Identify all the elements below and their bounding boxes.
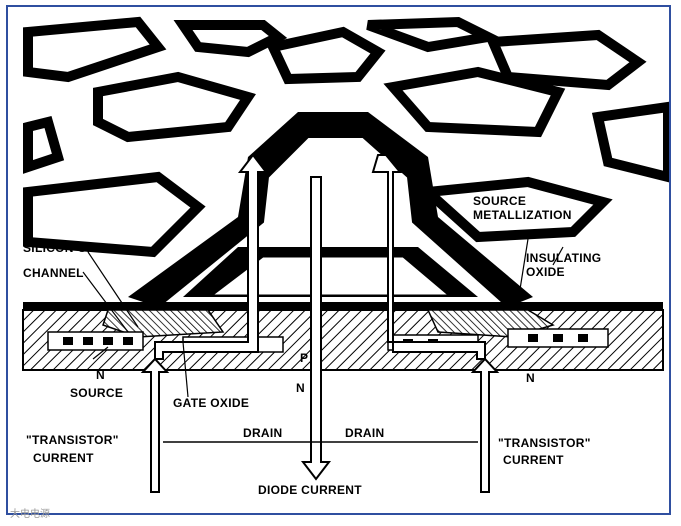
mosfet-cell-diagram: SOURCE METALLIZATION INSULATING OXIDE SI… (22, 16, 669, 497)
hex-cell (591, 101, 669, 183)
label-n-source-n: N (96, 368, 105, 382)
hex-cell (265, 26, 386, 85)
hex-cell (173, 20, 288, 58)
label-drain-left: DRAIN (243, 426, 283, 440)
watermark: 大电电源 (10, 509, 50, 520)
hex-cell (23, 16, 167, 83)
label-transistor-left: "TRANSISTOR" (26, 433, 119, 447)
label-drain-right: DRAIN (345, 426, 385, 440)
label-n-source: SOURCE (70, 386, 123, 400)
label-current-left: CURRENT (33, 451, 94, 465)
hex-cell (485, 29, 647, 91)
drain-current-path-right (371, 154, 486, 360)
transistor-current-arrow-right (470, 357, 500, 493)
hexagon-cells (23, 16, 669, 258)
transistor-current-arrow-left (140, 357, 170, 493)
current-arrows (140, 153, 500, 493)
label-diode-current: DIODE CURRENT (258, 483, 362, 497)
label-metallization: METALLIZATION (473, 208, 572, 222)
drain-current-path-left (154, 153, 269, 360)
label-insulating: INSULATING (526, 251, 601, 265)
hex-cell (93, 71, 256, 143)
silicon-substrate (22, 309, 664, 371)
diagram-frame: SOURCE METALLIZATION INSULATING OXIDE SI… (6, 5, 671, 515)
source-metallization-layer (23, 302, 663, 310)
hex-cell (23, 115, 65, 174)
hex-cell (366, 16, 504, 53)
label-n-region: N (296, 381, 305, 395)
hex-cell (383, 66, 566, 138)
hex-cell (23, 171, 206, 258)
hex-cell (416, 176, 613, 243)
label-source: SOURCE (473, 194, 526, 208)
diode-current-arrow (300, 176, 332, 481)
label-transistor-right: "TRANSISTOR" (498, 436, 591, 450)
label-oxide: OXIDE (526, 265, 565, 279)
label-silicon-gate: SILICON GATE (23, 241, 111, 255)
label-gate-oxide: GATE OXIDE (173, 396, 249, 410)
leader-lines (82, 238, 564, 398)
label-p-region: P (300, 351, 308, 365)
label-channel: CHANNEL (23, 266, 84, 280)
label-current-right: CURRENT (503, 453, 564, 467)
label-n-right: N (526, 371, 535, 385)
